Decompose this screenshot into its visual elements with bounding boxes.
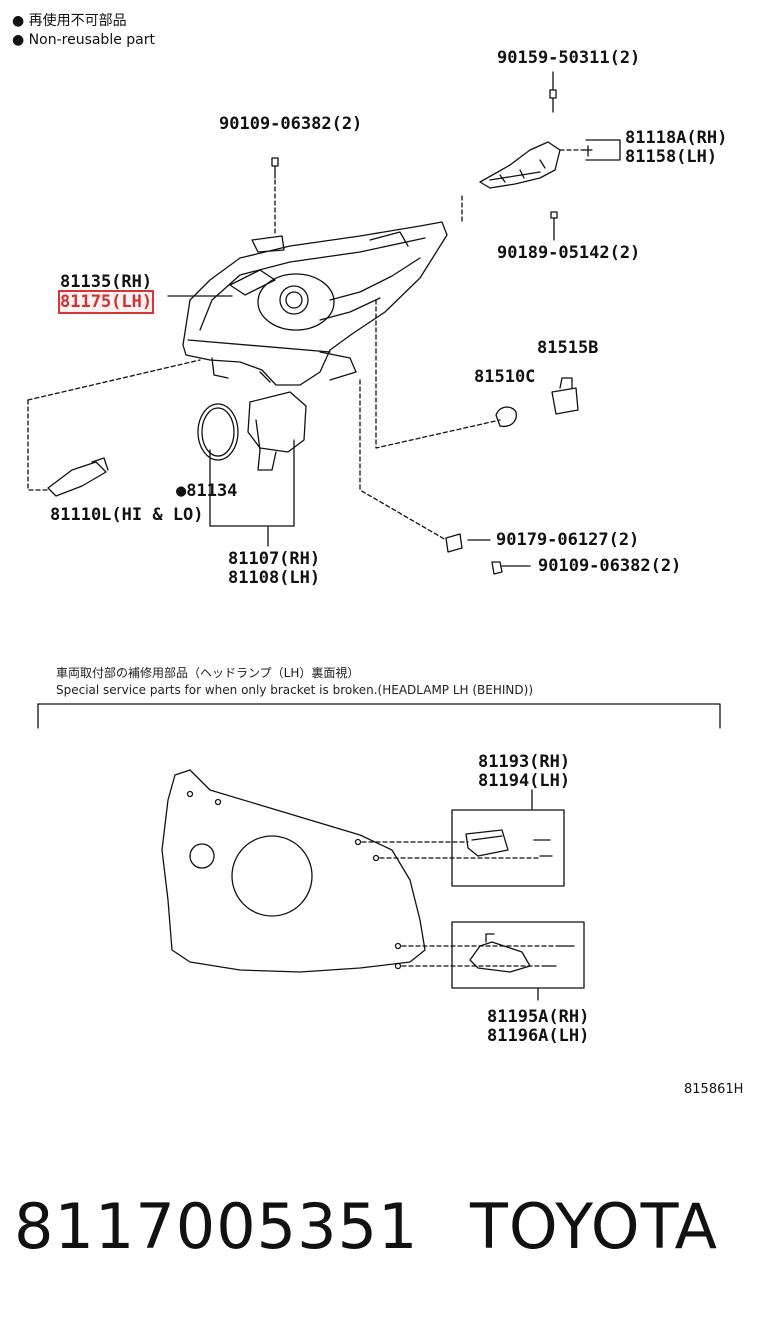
bracket-dashed-leaders <box>361 841 561 967</box>
part-label-90189-05142[interactable]: 90189-05142(2) <box>497 243 641 263</box>
legend-jp: ● 再使用不可部品 <box>12 13 127 29</box>
clip-drawing <box>445 533 463 553</box>
part-label-81134[interactable]: ●81134 <box>176 481 238 501</box>
bulb-socket-drawings <box>47 377 579 497</box>
legend-en: ● Non-reusable part <box>12 32 155 48</box>
part-label-90109-06382-top[interactable]: 90109-06382(2) <box>219 114 363 134</box>
part-label-81510c[interactable]: 81510C <box>474 367 536 387</box>
part-label-81515b[interactable]: 81515B <box>537 338 599 358</box>
part-label-90109-06382-bottom[interactable]: 90109-06382(2) <box>538 556 682 576</box>
headlamp-assembly-drawing <box>182 221 448 386</box>
housing-rear-view-drawing <box>161 769 426 973</box>
part-label-81196a-lh[interactable]: 81196A(LH) <box>487 1026 590 1046</box>
part-label-81175-lh-highlighted[interactable]: 81175(LH) <box>57 290 155 314</box>
part-label-81195a-rh[interactable]: 81195A(RH) <box>487 1007 590 1027</box>
part-label-81108-lh[interactable]: 81108(LH) <box>228 568 321 588</box>
part-label-90179-06127[interactable]: 90179-06127(2) <box>496 530 640 550</box>
diagram-code: 815861H <box>684 1082 744 1097</box>
bracket-81118a-drawing <box>479 141 593 189</box>
bracket-81195-drawing <box>469 933 575 973</box>
footer-part-number: 8117005351 <box>14 1190 419 1263</box>
part-label-81194-lh[interactable]: 81194(LH) <box>478 771 571 791</box>
part-label-81107-rh[interactable]: 81107(RH) <box>228 549 321 569</box>
part-label-81110l[interactable]: 81110L(HI & LO) <box>50 505 204 525</box>
footer-brand: TOYOTA <box>470 1190 719 1263</box>
leader-lines <box>167 71 621 567</box>
part-label-81118a-rh[interactable]: 81118A(RH) <box>625 128 728 148</box>
part-label-81193-rh[interactable]: 81193(RH) <box>478 752 571 772</box>
bracket-box-81193 <box>451 809 565 887</box>
part-label-81158-lh[interactable]: 81158(LH) <box>625 147 718 167</box>
part-label-81135-rh[interactable]: 81135(RH) <box>60 272 153 292</box>
section-note-en: Special service parts for when only brac… <box>56 683 534 697</box>
dashed-leaders <box>27 149 585 541</box>
bracket-box-81195 <box>451 921 585 989</box>
section-note-jp: 車両取付部の補修用部品（ヘッドランプ（LH）裏面視） <box>56 666 360 680</box>
section-bracket-line <box>37 703 721 729</box>
part-label-90159-50311[interactable]: 90159-50311(2) <box>497 48 641 68</box>
bracket-81193-drawing <box>465 829 553 857</box>
screw-drawings <box>271 89 558 575</box>
